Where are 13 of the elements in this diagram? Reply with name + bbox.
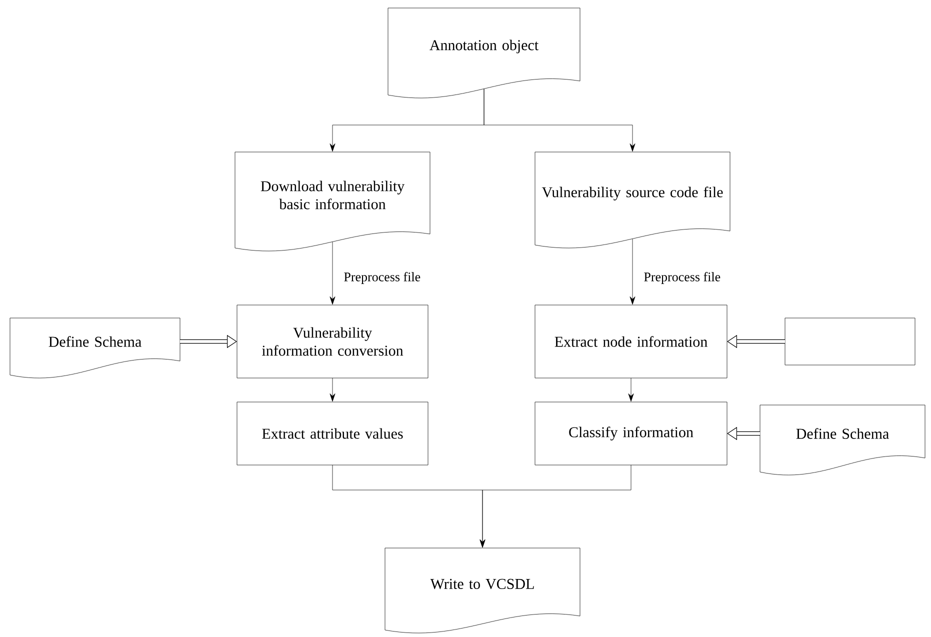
arrow <box>630 238 636 305</box>
arrow <box>480 464 632 548</box>
process-box: Vulnerability information conversion <box>236 304 428 378</box>
process-box <box>784 318 916 366</box>
arrow <box>628 378 634 402</box>
arrow <box>330 242 336 305</box>
arrow <box>484 88 636 152</box>
process-box: Extract node information <box>534 304 728 378</box>
edge-label: Preprocess file <box>642 271 722 285</box>
edge-label: Preprocess file <box>342 271 422 285</box>
process-box: Classify information <box>534 402 728 466</box>
process-box: Extract attribute values <box>236 402 428 466</box>
arrow <box>330 378 336 402</box>
